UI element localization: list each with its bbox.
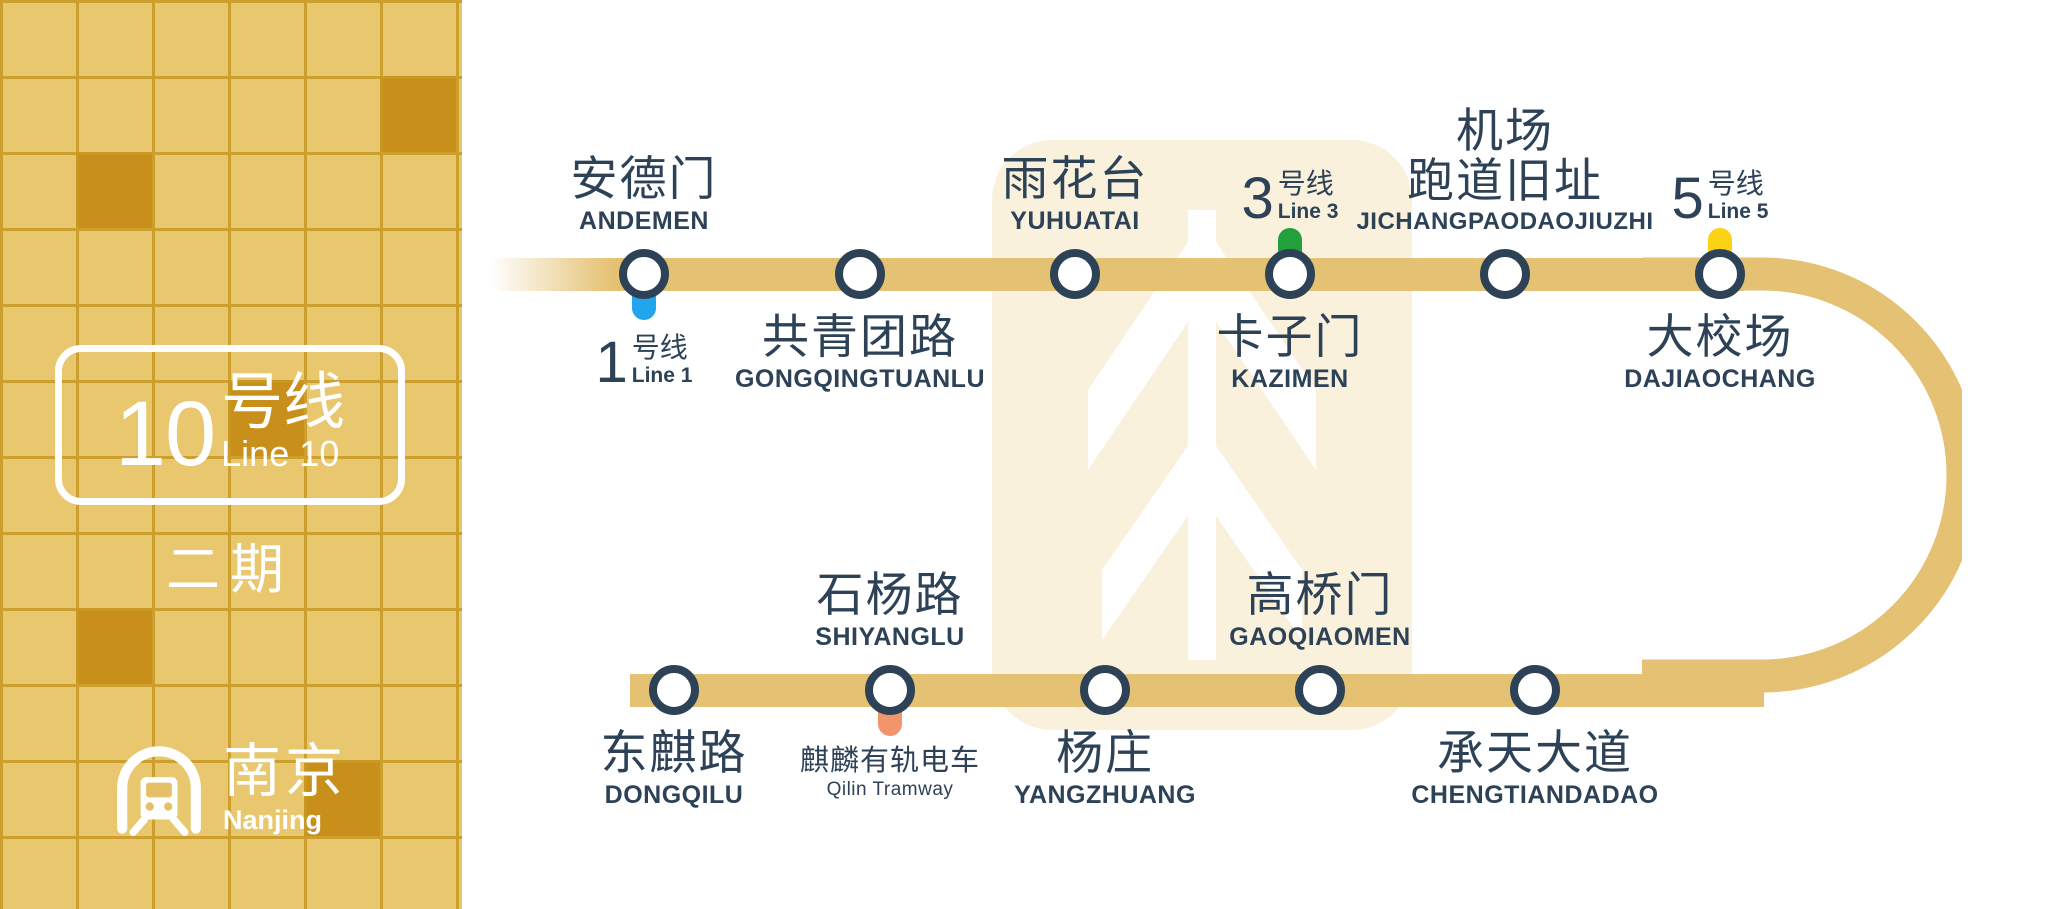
station-name-en: GAOQIAOMEN (1229, 622, 1411, 651)
city-name-cn: 南京 (222, 739, 347, 805)
transfer-line-en: Line 3 (1277, 200, 1339, 223)
transfer-line-cn: 号线 (631, 332, 688, 363)
station-name-cn: 机场跑道旧址 (1245, 106, 1765, 206)
station-marker-dongqilu[interactable] (649, 665, 699, 715)
station-name-en: YANGZHUANG (1014, 780, 1196, 809)
station-name-cn-line2: 跑道旧址 (1407, 153, 1603, 207)
line-number: 10 (114, 382, 216, 485)
city-name-en: Nanjing (222, 805, 322, 836)
station-marker-yangzhuang[interactable] (1080, 665, 1130, 715)
sidebar-panel: 10 号线 Line 10 二期 南京 Nanjing (0, 0, 462, 909)
station-name-en: JICHANGPAODAOJIUZHI (1356, 207, 1654, 235)
station-name-cn: 石杨路 (816, 568, 964, 621)
station-name-en: KAZIMEN (1231, 364, 1349, 393)
line-badge: 10 号线 Line 10 (55, 345, 405, 505)
station-name-cn: 杨庄 (1056, 726, 1154, 779)
station-marker-kazimen[interactable] (1265, 249, 1315, 299)
station-name-en: CHENGTIANDADAO (1411, 780, 1659, 809)
station-name-cn: 卡子门 (1216, 310, 1364, 363)
track-u-turn-curve (1642, 257, 1962, 693)
transfer-line-en: Qilin Tramway (826, 778, 954, 800)
station-name-cn: 高桥门 (1246, 568, 1394, 621)
transfer-line-cn: 号线 (1277, 168, 1334, 199)
station-name-en: YUHUATAI (1010, 206, 1140, 235)
station-name-cn: 东麒路 (600, 726, 748, 779)
transfer-line-number: 3 (1241, 166, 1274, 232)
transfer-line-cn: 号线 (1707, 168, 1764, 199)
station-marker-shiyanglu[interactable] (865, 665, 915, 715)
track-top (482, 258, 1744, 291)
metro-logo-icon (117, 746, 201, 836)
station-name-en: DONGQILU (604, 780, 744, 809)
line-suffix-en: Line 10 (221, 432, 340, 474)
transfer-line-en: Line 5 (1707, 200, 1769, 223)
station-marker-gongqingtuanlu[interactable] (835, 249, 885, 299)
line-suffix-cn: 号线 (221, 367, 346, 437)
track-bottom (630, 674, 1764, 707)
station-marker-jichangpaodaojiuzhi[interactable] (1480, 249, 1530, 299)
station-marker-chengtiandadao[interactable] (1510, 665, 1560, 715)
grid-lines-overlay (0, 0, 462, 909)
station-name-cn-line1: 机场 (1456, 104, 1554, 157)
station-marker-andemen[interactable] (619, 249, 669, 299)
station-name-en: SHIYANGLU (815, 622, 965, 651)
station-name-cn: 承天大道 (1437, 726, 1633, 779)
city-branding: 南京 Nanjing (55, 735, 405, 845)
transfer-line-number: 1 (595, 330, 628, 396)
transfer-line-cn: 麒麟有轨电车 (799, 745, 980, 777)
station-name-cn: 雨花台 (1001, 152, 1149, 205)
phase-label: 二期 (166, 540, 294, 600)
station-name-en: DAJIAOCHANG (1624, 364, 1816, 393)
station-name-en: GONGQINGTUANLU (734, 364, 986, 393)
station-name-cn: 安德门 (570, 152, 718, 205)
transfer-line-number: 5 (1671, 166, 1704, 232)
station-name-en: ANDEMEN (579, 206, 709, 235)
station-marker-dajiaochang[interactable] (1695, 249, 1745, 299)
station-marker-yuhuatai[interactable] (1050, 249, 1100, 299)
station-name-cn: 大校场 (1646, 310, 1794, 363)
station-name-cn: 共青团路 (762, 310, 958, 363)
transfer-line-en: Line 1 (631, 364, 693, 387)
station-marker-gaoqiaomen[interactable] (1295, 665, 1345, 715)
